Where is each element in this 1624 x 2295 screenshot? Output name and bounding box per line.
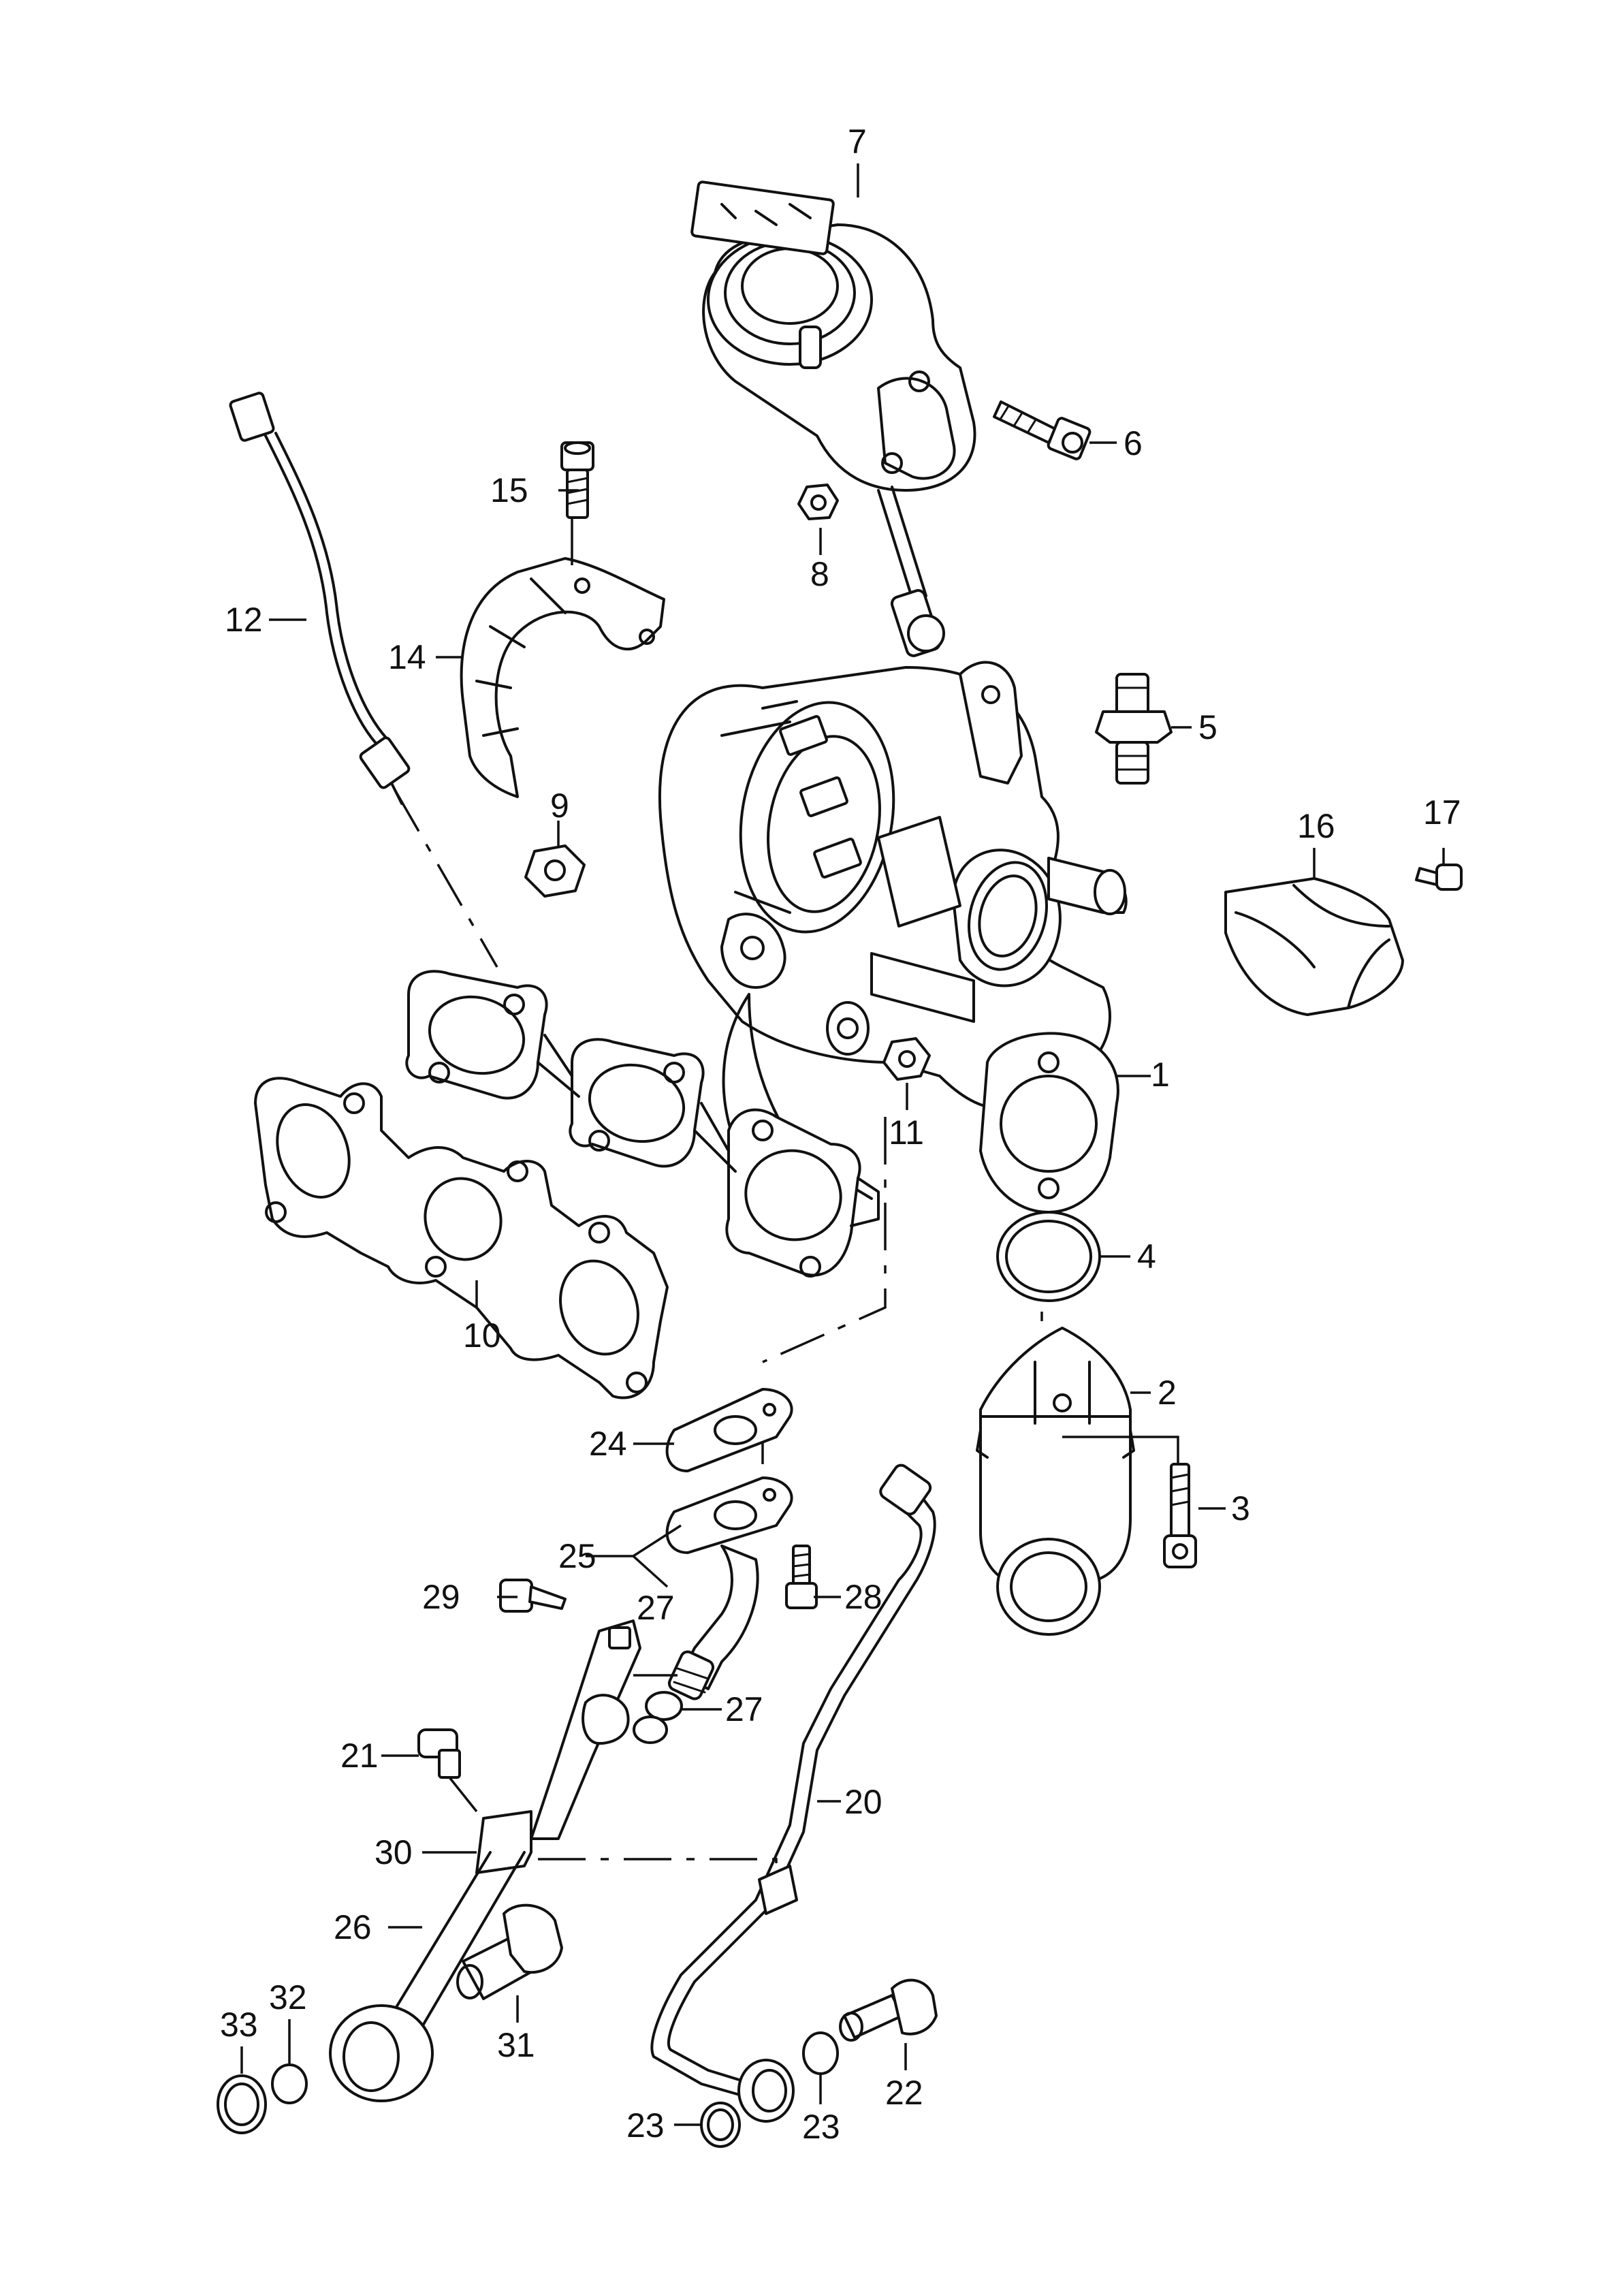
part-4-gasket-ring — [996, 1211, 1101, 1302]
callout-21: 21 — [340, 1737, 379, 1775]
callout-10: 10 — [463, 1316, 501, 1355]
part-2-catalytic-converter — [976, 1327, 1135, 1636]
callout-8: 8 — [810, 555, 829, 593]
part-31-banjo-bolt — [456, 1903, 563, 2000]
callout-7: 7 — [848, 123, 867, 161]
callout-27-left: 27 — [637, 1589, 675, 1627]
part-22-banjo-bolt — [839, 1978, 938, 2042]
callout-16: 16 — [1297, 807, 1335, 845]
callout-30: 30 — [375, 1833, 413, 1871]
part-8-nut — [797, 484, 839, 520]
callout-5: 5 — [1198, 708, 1217, 746]
callout-labels: 1 2 3 4 5 6 7 8 9 10 11 12 14 15 16 17 2… — [220, 123, 1461, 2146]
part-15-screw — [560, 441, 594, 519]
callout-24: 24 — [589, 1425, 627, 1463]
part-5-union-fitting — [1095, 673, 1173, 785]
callout-2: 2 — [1158, 1374, 1177, 1412]
callout-3: 3 — [1231, 1489, 1250, 1528]
part-25-oil-return-line — [665, 1476, 793, 1700]
callout-33: 33 — [220, 2006, 258, 2044]
callout-28: 28 — [844, 1578, 882, 1616]
part-24-oil-line-gasket — [665, 1388, 793, 1472]
part-21-banjo-screw — [417, 1728, 461, 1779]
callout-27-right: 27 — [725, 1690, 763, 1728]
callout-23-left: 23 — [626, 2106, 665, 2144]
callout-20: 20 — [844, 1783, 882, 1821]
callout-23-right: 23 — [802, 2108, 840, 2146]
part-27-seal-rings — [633, 1691, 683, 1744]
callout-17: 17 — [1423, 793, 1461, 832]
actuator-bracket — [877, 377, 956, 480]
part-1-turbocharger — [658, 661, 1128, 1214]
callout-26: 26 — [334, 1908, 372, 1946]
callout-15: 15 — [490, 471, 528, 509]
actuator-connector-icon — [690, 180, 835, 255]
part-20-oil-pipe — [650, 1463, 936, 2123]
part-7-actuator — [690, 180, 976, 657]
part-10-exhaust-manifold-gasket — [254, 1077, 669, 1399]
callout-4: 4 — [1137, 1237, 1156, 1276]
part-29-bolt — [499, 1579, 567, 1613]
callout-32: 32 — [269, 1978, 307, 2016]
callout-9: 9 — [550, 787, 569, 825]
callout-25: 25 — [558, 1537, 596, 1575]
part-14-heat-shield — [460, 557, 665, 798]
exhaust-manifold-flanges — [405, 970, 880, 1278]
callout-1: 1 — [1151, 1056, 1170, 1094]
callout-31: 31 — [497, 2026, 535, 2064]
callout-12: 12 — [225, 601, 263, 639]
part-28-bolt — [785, 1545, 818, 1609]
callout-22: 22 — [885, 2074, 923, 2112]
callout-14: 14 — [388, 638, 426, 676]
part-6-bolt — [993, 400, 1092, 460]
part-16-heat-shield — [1224, 877, 1404, 1016]
part-12-sensor-cable — [229, 392, 411, 805]
callout-29: 29 — [422, 1578, 460, 1616]
callout-11: 11 — [889, 1113, 924, 1152]
callout-leader-lines — [240, 163, 1445, 2126]
part-32-33-seal-rings — [217, 2063, 308, 2134]
part-9-nut — [524, 844, 586, 898]
part-3-bolt — [1163, 1463, 1197, 1568]
callout-6: 6 — [1124, 424, 1143, 462]
part-17-screw — [1415, 864, 1463, 891]
part-26-oil-supply-line — [329, 1619, 641, 2102]
part-11-nut — [882, 1037, 931, 1081]
